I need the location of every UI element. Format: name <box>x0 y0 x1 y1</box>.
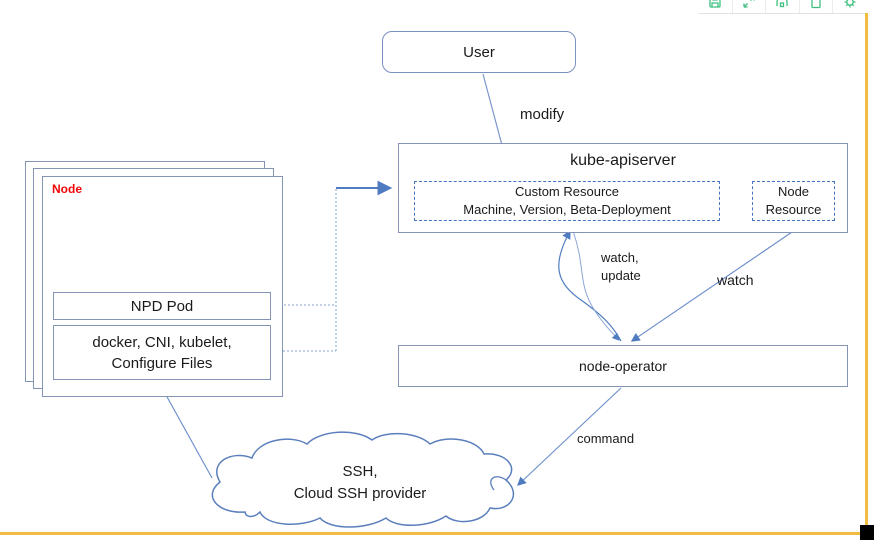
edge-label-modify: modify <box>520 106 565 123</box>
edge-watch <box>630 229 796 342</box>
node-resource-line2: Resource <box>765 202 822 217</box>
node-operator-box: node-operator <box>398 345 848 387</box>
edge-label-command: command <box>577 431 635 446</box>
cloud-label-line1: SSH, <box>342 463 378 480</box>
save-icon[interactable] <box>699 0 732 13</box>
npd-pod-box: NPD Pod <box>53 292 271 320</box>
node-components-box: docker, CNI, kubelet, Configure Files <box>53 325 271 380</box>
node-components-line1: docker, CNI, kubelet, <box>92 333 232 351</box>
corner-handle <box>860 525 874 540</box>
edge-command <box>517 387 622 486</box>
settings-icon[interactable] <box>832 0 866 13</box>
edge-label-watch-update-line1: watch, <box>601 250 639 265</box>
user-box: User <box>382 31 576 73</box>
node-resource-box: Node Resource <box>752 181 835 221</box>
edge-watch-update-curve <box>558 229 622 342</box>
user-label: User <box>463 43 495 61</box>
cloud-shape <box>211 431 514 528</box>
cloud-curl <box>490 476 507 491</box>
expand-icon[interactable] <box>731 0 766 13</box>
cloud-label-line2: Cloud SSH provider <box>293 484 427 502</box>
edge-label-watch-update: watch, update <box>601 249 641 284</box>
file-icon[interactable] <box>798 0 833 13</box>
edge-label-watch: watch <box>717 272 754 288</box>
edge-watch-update-line <box>572 230 620 341</box>
node-resource-line1: Node <box>777 183 810 199</box>
cloud-label: SSH, Cloud SSH provider <box>230 461 490 505</box>
kube-apiserver-title: kube-apiserver <box>570 152 676 169</box>
npd-pod-label: NPD Pod <box>130 297 194 315</box>
custom-resource-line1: Custom Resource <box>514 183 620 199</box>
download-icon[interactable] <box>765 0 799 13</box>
frame-line-bottom <box>0 532 866 535</box>
toolbar <box>699 0 866 14</box>
edge-label-watch-update-line2: update <box>601 267 641 283</box>
node-box-label: Node <box>52 182 82 196</box>
frame-line-right <box>865 13 868 533</box>
custom-resource-box: Custom Resource Machine, Version, Beta-D… <box>414 181 720 221</box>
node-components-line2: Configure Files <box>111 354 213 372</box>
custom-resource-line2: Machine, Version, Beta-Deployment <box>463 202 671 217</box>
edge-cloud-to-node <box>160 384 213 479</box>
node-operator-label: node-operator <box>579 358 667 374</box>
